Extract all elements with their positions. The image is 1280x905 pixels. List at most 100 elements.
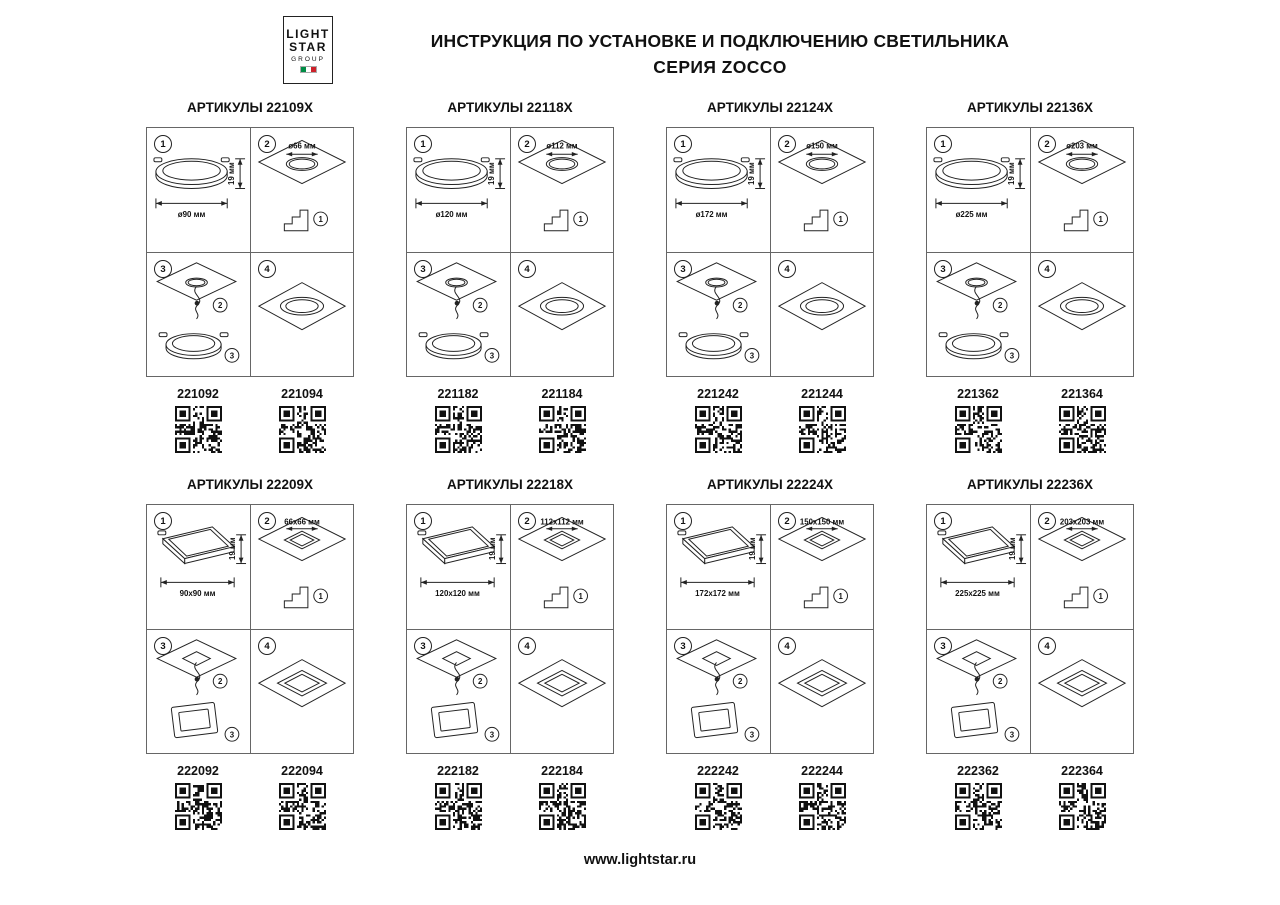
article-number: 222092: [177, 764, 219, 778]
callout-3-badge: 3: [744, 347, 760, 363]
square-luminaire-dimensions-diagram: 225x225 мм 19 мм: [937, 526, 1027, 598]
step-4-cell: 4: [511, 253, 613, 376]
spring-clip-icon: [220, 157, 230, 163]
step-3-cell: 3 2: [927, 253, 1031, 376]
italian-flag-icon: [299, 65, 317, 73]
width-dimension: ø172 мм: [675, 198, 748, 219]
logo-text-group: GROUP: [291, 55, 325, 63]
callout-1-badge: 1: [313, 211, 328, 227]
step-3-badge: 3: [934, 637, 952, 655]
panel-title: АРТИКУЛЫ 22124X: [707, 100, 833, 115]
spring-clip-icon: [933, 157, 943, 163]
step-3-badge: 3: [414, 637, 432, 655]
product-panel: АРТИКУЛЫ 22109X 1 ø90 мм: [146, 100, 354, 453]
qr-code: [538, 783, 586, 830]
step-4-cell: 4: [1031, 630, 1133, 753]
square-cutout-diagram: 66x66 мм 1: [257, 516, 347, 609]
hole-dimension: 66x66 мм: [284, 517, 320, 531]
callout-1-badge: 1: [1093, 588, 1108, 604]
svg-text:2: 2: [218, 301, 223, 310]
step-3-cell: 3 2: [667, 630, 771, 753]
qr-code: [278, 406, 326, 453]
step-1-badge: 1: [154, 135, 172, 153]
instruction-grid: 1 120x120 мм: [406, 504, 614, 754]
svg-text:3: 3: [1010, 730, 1015, 739]
svg-text:2: 2: [738, 677, 743, 686]
svg-text:2: 2: [998, 677, 1003, 686]
square-wiring-diagram: 2 3: [676, 639, 760, 742]
step-1-cell: 1 225x225 мм: [927, 505, 1031, 630]
article-number: 221362: [957, 387, 999, 401]
svg-text:120x120 мм: 120x120 мм: [435, 589, 480, 598]
square-installed-diagram: [517, 659, 607, 708]
qr-code: [538, 406, 586, 453]
article-numbers: 222362 222364: [926, 764, 1134, 778]
product-panel: АРТИКУЛЫ 22224X 1 172x172 мм: [666, 477, 874, 830]
qr-code: [954, 406, 1002, 453]
svg-text:1: 1: [318, 215, 323, 224]
spring-clip-icon: [158, 332, 168, 338]
svg-text:3: 3: [490, 351, 495, 360]
round-wiring-diagram: 2 3: [676, 262, 760, 363]
round-luminaire-dimensions-diagram: ø120 мм 19 мм: [413, 157, 506, 219]
svg-text:66x66 мм: 66x66 мм: [284, 517, 320, 526]
step-2-badge: 2: [258, 135, 276, 153]
svg-text:3: 3: [230, 730, 235, 739]
wire-connector: [714, 676, 720, 682]
mounting-hole: [285, 157, 319, 171]
width-dimension: 225x225 мм: [940, 577, 1015, 598]
mounting-hole: [543, 530, 581, 550]
step-4-cell: 4: [1031, 253, 1133, 376]
step-4-badge: 4: [258, 637, 276, 655]
square-luminaire-body: [430, 701, 479, 739]
hole-dimension: ø203 мм: [1066, 141, 1098, 157]
callout-2-badge: 2: [732, 297, 748, 313]
wire-connector: [194, 300, 200, 306]
document-title: ИНСТРУКЦИЯ ПО УСТАНОВКЕ И ПОДКЛЮЧЕНИЮ СВ…: [340, 28, 1100, 80]
qr-codes: [666, 406, 874, 453]
product-panel: АРТИКУЛЫ 22124X 1 ø172 мм: [666, 100, 874, 453]
svg-text:19 мм: 19 мм: [488, 537, 497, 560]
step-2-cell: 2 ø66 мм 1: [251, 128, 353, 253]
svg-text:150x150 мм: 150x150 мм: [800, 517, 844, 526]
article-number: 221182: [437, 387, 479, 401]
instruction-grid: 1 ø225 мм: [926, 127, 1134, 377]
callout-2-badge: 2: [732, 673, 748, 689]
round-luminaire-dimensions-diagram: ø90 мм 19 мм: [153, 157, 246, 219]
spring-clip-icon: [413, 157, 423, 163]
round-cutout-diagram: ø66 мм 1: [257, 139, 347, 232]
callout-1-badge: 1: [573, 588, 588, 604]
svg-text:2: 2: [478, 677, 483, 686]
step-4-cell: 4: [511, 630, 613, 753]
article-number: 221242: [697, 387, 739, 401]
step-1-cell: 1 ø120 мм: [407, 128, 511, 253]
instruction-grid: 1 90x90 мм: [146, 504, 354, 754]
qr-codes: [926, 406, 1134, 453]
step-1-badge: 1: [414, 135, 432, 153]
step-3-cell: 3 2: [927, 630, 1031, 753]
spring-clip-icon: [677, 530, 687, 536]
svg-text:ø120 мм: ø120 мм: [436, 210, 468, 219]
step-3-badge: 3: [154, 260, 172, 278]
round-installed-diagram: [777, 282, 867, 331]
width-dimension: 172x172 мм: [680, 577, 755, 598]
spring-clip-icon: [673, 157, 683, 163]
svg-text:19 мм: 19 мм: [227, 162, 236, 185]
round-luminaire-body: [945, 333, 1002, 356]
width-dimension: ø90 мм: [155, 198, 228, 219]
svg-text:ø112 мм: ø112 мм: [546, 141, 577, 150]
qr-code: [694, 783, 742, 830]
instruction-grid: 1 ø172 мм: [666, 127, 874, 377]
round-installed-diagram: [257, 282, 347, 331]
qr-code: [278, 783, 326, 830]
step-1-badge: 1: [934, 512, 952, 530]
spring-clip-icon: [740, 157, 750, 163]
svg-text:2: 2: [478, 301, 483, 310]
callout-3-badge: 3: [484, 726, 500, 742]
hole-dimension: ø150 мм: [806, 141, 838, 157]
square-installed-diagram: [777, 659, 867, 708]
installed-square-luminaire: [1056, 669, 1108, 697]
round-installed-diagram: [1037, 282, 1127, 331]
article-number: 221364: [1061, 387, 1103, 401]
callout-1-badge: 1: [833, 588, 848, 604]
